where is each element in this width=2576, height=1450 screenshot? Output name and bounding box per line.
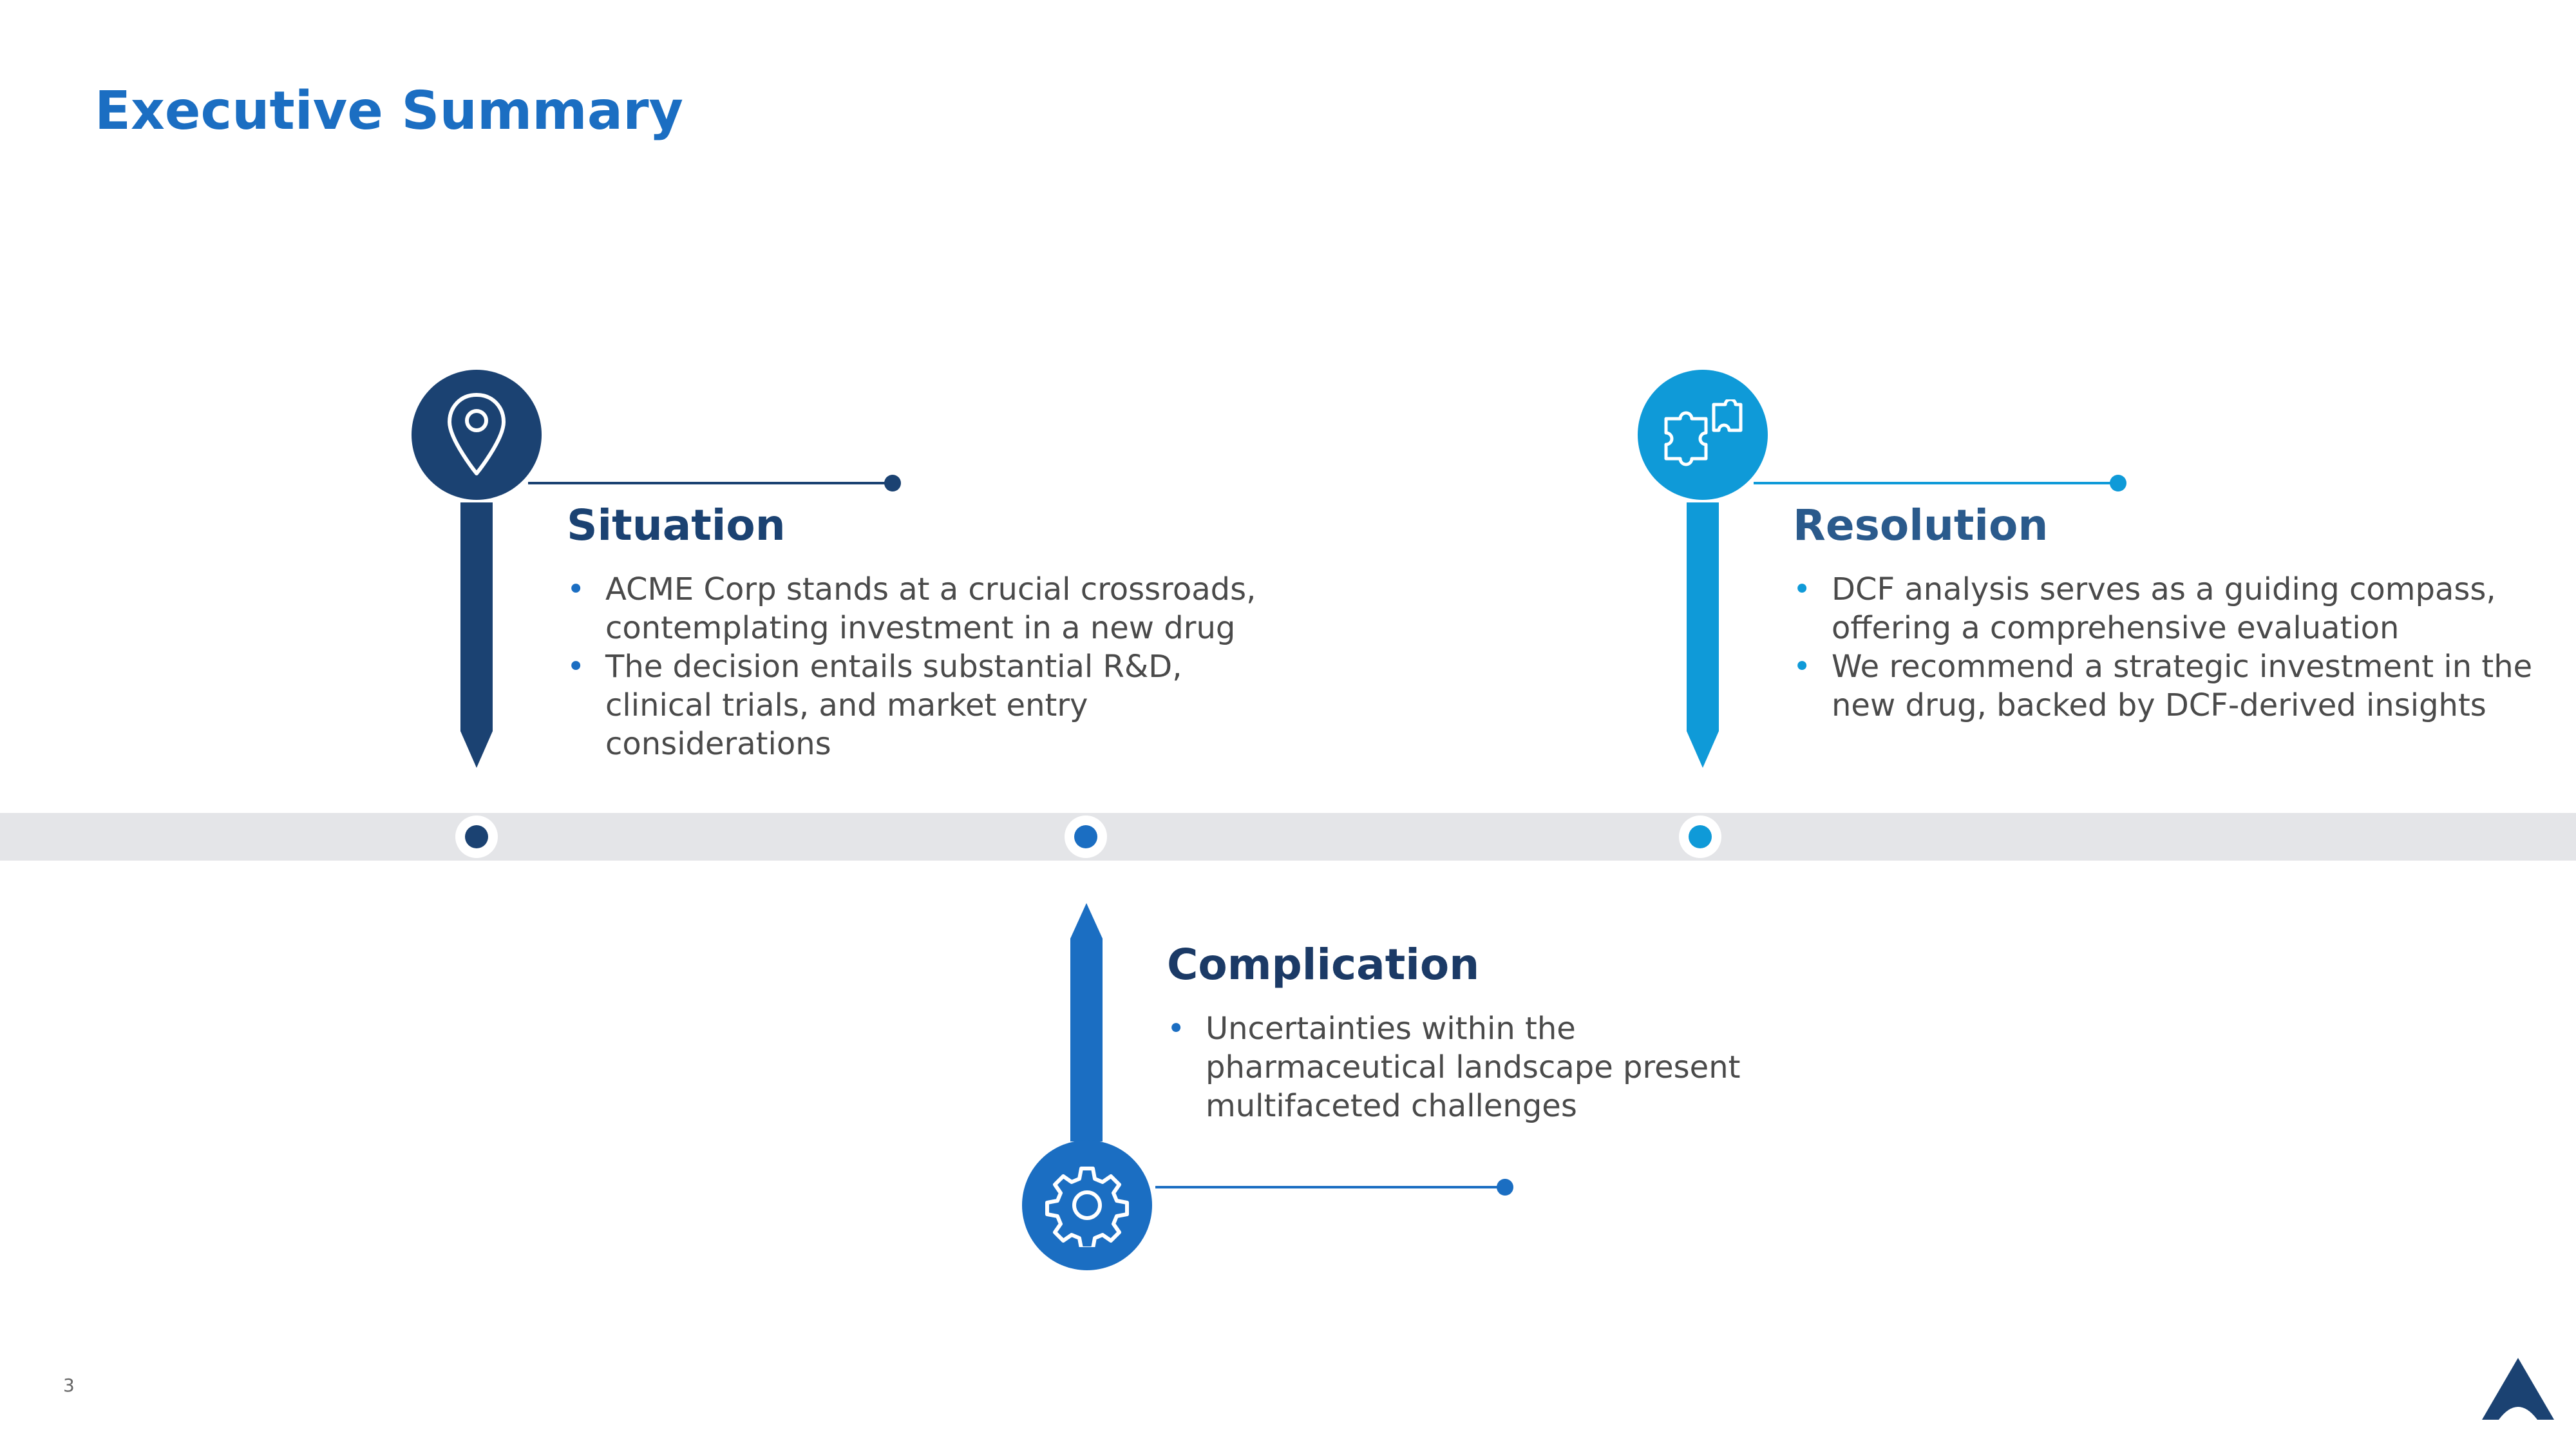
puzzle-icon: [1664, 399, 1743, 466]
situation-block: Situation •ACME Corp stands at a crucial…: [567, 502, 1275, 763]
complication-bullet: •Uncertainties within the pharmaceutical…: [1167, 1010, 1741, 1124]
situation-icon-circle: [412, 370, 542, 500]
timeline-node-resolution: [1679, 816, 1721, 858]
complication-bullets: •Uncertainties within the pharmaceutical…: [1167, 1009, 1811, 1125]
situation-connector: [528, 475, 901, 491]
timeline-node-complication: [1065, 816, 1107, 858]
complication-heading: Complication: [1167, 940, 1480, 989]
situation-bullet: •ACME Corp stands at a crucial crossroad…: [567, 571, 1256, 646]
resolution-pointer: [1687, 502, 1719, 768]
resolution-bullet: •DCF analysis serves as a guiding compas…: [1793, 571, 2496, 646]
page-title: Executive Summary: [95, 81, 683, 142]
complication-icon-circle: [1022, 1140, 1152, 1270]
resolution-heading: Resolution: [1793, 501, 2049, 550]
resolution-block: Resolution •DCF analysis serves as a gui…: [1793, 502, 2533, 725]
page-number: 3: [63, 1375, 75, 1396]
resolution-icon-circle: [1638, 370, 1768, 500]
timeline-band: [0, 813, 2576, 861]
situation-bullets: •ACME Corp stands at a crucial crossroad…: [567, 570, 1275, 763]
situation-pointer: [460, 502, 493, 768]
complication-connector: [1155, 1179, 1513, 1196]
resolution-connector: [1754, 475, 2126, 491]
gear-icon: [1045, 1167, 1129, 1247]
resolution-bullets: •DCF analysis serves as a guiding compas…: [1793, 570, 2533, 725]
complication-pointer: [1070, 903, 1103, 1141]
situation-bullet: •The decision entails substantial R&D, c…: [567, 648, 1182, 762]
situation-heading: Situation: [567, 501, 786, 550]
resolution-bullet: •We recommend a strategic investment in …: [1793, 648, 2533, 723]
complication-block: Complication •Uncertainties within the p…: [1167, 940, 1811, 1125]
company-logo-icon: [2482, 1358, 2554, 1420]
timeline-node-situation: [455, 816, 498, 858]
location-pin-icon: [448, 393, 506, 475]
